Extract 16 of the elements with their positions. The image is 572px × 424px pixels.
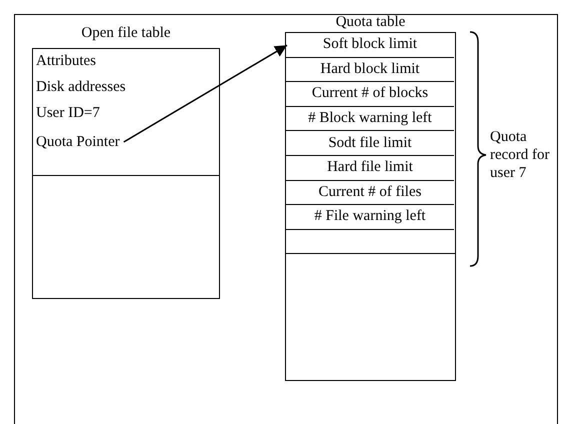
quota-field: Current # of files bbox=[286, 180, 454, 206]
quota-field: Sodt file limit bbox=[286, 131, 454, 156]
field-label: User ID=7 bbox=[36, 105, 100, 122]
arrow bbox=[123, 44, 288, 143]
quota-field: # Block warning left bbox=[286, 106, 454, 132]
quota-field: # File warning left bbox=[286, 205, 454, 230]
table-title: Quota table bbox=[334, 14, 406, 31]
quota-field: Hard file limit bbox=[286, 156, 454, 181]
brace-label: Quota record for user 7 bbox=[490, 128, 551, 182]
quota-field: Hard block limit bbox=[286, 58, 454, 82]
quota-field: Current # of blocks bbox=[286, 82, 454, 107]
field-label: Disk addresses bbox=[36, 79, 126, 96]
table-title: Open file table bbox=[80, 25, 172, 42]
field-label: Attributes bbox=[36, 53, 96, 70]
quota-field: Soft block limit bbox=[286, 33, 454, 58]
pointer-field: Quota Pointer bbox=[36, 131, 156, 153]
